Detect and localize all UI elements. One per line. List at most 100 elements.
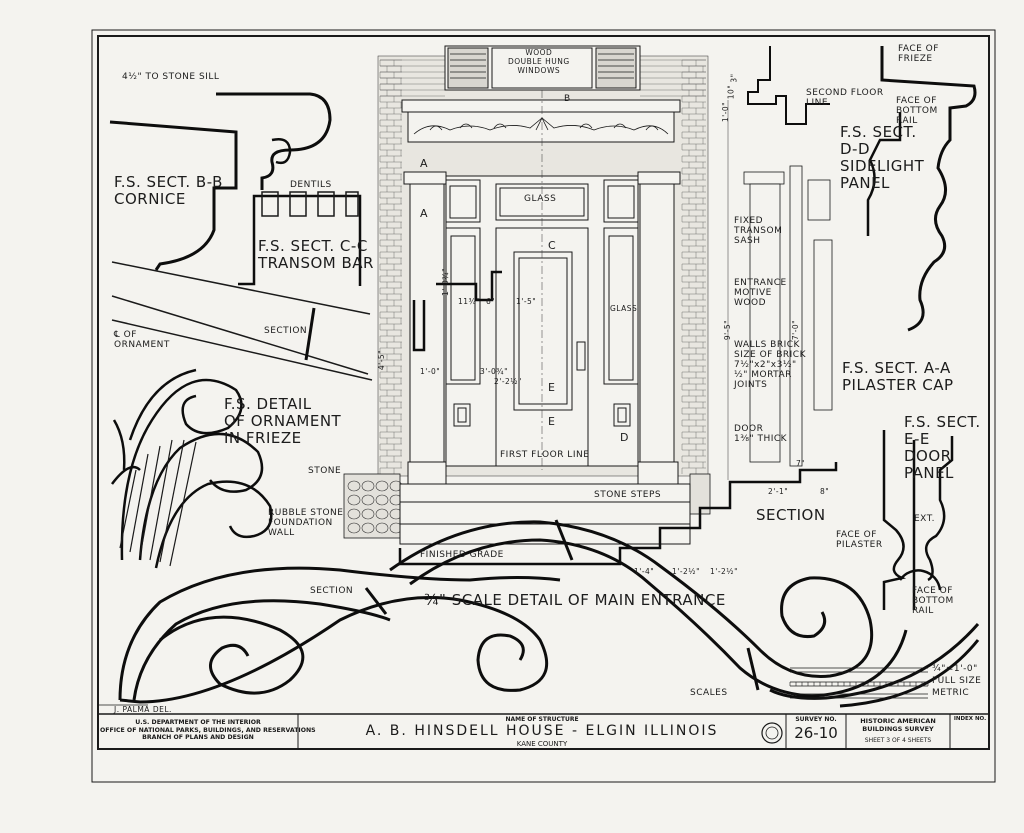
dim-11: 11¾" [458,297,481,306]
transom-bar-profile [238,194,362,286]
title-index-label: INDEX NO. [953,716,987,722]
dim-2-1: 2'-1" [768,487,789,496]
section-top-profile [747,46,830,125]
label-section-frieze: SECTION [264,326,308,336]
dim-1-5: 1'-5" [516,297,537,306]
dim-7-0: 7'-0" [791,319,801,341]
scale-ticks [789,682,929,686]
dim-9-5: 9'-5" [723,319,733,341]
rubble-stone [347,494,361,506]
label-sidelight: F.S. SECT. D-D SIDELIGHT PANEL [840,123,925,192]
label-stone: STONE [308,466,342,476]
title-structure-name: A. B. HINSDELL HOUSE - ELGIN ILLINOIS [365,723,719,739]
entrance-frame [401,99,681,485]
marker-d: D [620,431,629,444]
foundation [343,473,711,539]
sidelight-profile [866,112,902,236]
label-entrance-motive: ENTRANCE MOTIVE WOOD [734,278,787,308]
label-second-floor: SECOND FLOOR LINE [806,88,884,108]
marker-c: C [548,239,557,252]
frieze-band [111,261,373,381]
scroll-section-marks [364,519,760,691]
window-slats [450,53,634,79]
dim-3-0: 3'-0¾" [480,367,509,376]
label-face-of-bottom-rail: FACE OF BOTTOM RAIL [912,586,954,616]
dim-3: 3" [729,73,739,83]
cornice-ogee [271,138,292,165]
label-first-floor: FIRST FLOOR LINE [500,450,590,460]
dim-1-4: 1'-4" [634,567,655,576]
label-transom-bar: F.S. SECT. C-C TRANSOM BAR [258,237,374,272]
label-section-big: SECTION [756,506,826,524]
dim-1-0: 1'-0" [721,101,731,123]
label-face-of-frieze: FACE OF FRIEZE [898,44,939,64]
marker-a1: A [420,157,429,170]
label-dentils: DENTILS [290,180,332,190]
title-sheet: SHEET 3 OF 4 SHEETS [864,737,932,744]
label-walls-brick: WALLS BRICK SIZE OF BRICK 7½"x2"x3½" ½" … [734,340,806,390]
title-agency: U.S. DEPARTMENT OF THE INTERIOR OFFICE O… [100,719,316,741]
pilaster-profile [882,430,907,610]
label-wood-windows: WOOD DOUBLE HUNG WINDOWS [508,48,570,75]
label-scales: SCALES [690,688,728,698]
brick-courses [379,59,706,474]
section-column [743,165,833,467]
rubble-stone [361,522,375,534]
label-stone-sill: 4½" TO STONE SILL [122,72,220,82]
cornice-top-profile [216,92,332,190]
dim-6: 6" [486,297,496,306]
label-door-thick: DOOR 1⅜" THICK [734,424,788,444]
marker-b: B [564,94,571,104]
bottom-rail-arc [898,569,942,591]
survey-seal [761,722,783,744]
label-glass-side: GLASS [610,304,638,313]
section-mark [304,307,316,361]
label-cl-ornament: ℄ OF ORNAMENT [114,330,170,350]
rubble-stone [347,480,361,492]
dim-4-5: 4'-5" [377,349,387,371]
rubble-stone [375,508,389,520]
rubble-stone [347,508,361,520]
rubble-stone [361,508,375,520]
sheet-borders [91,29,996,783]
title-habs: HISTORIC AMERICAN BUILDINGS SURVEY [860,717,936,733]
cornice-profile [109,120,238,271]
frieze-face-profile [880,46,977,332]
dim-1-2a: 1'-2½" [672,567,701,576]
title-county: KANE COUNTY [516,740,568,748]
rubble-stone [375,522,389,534]
label-finished-grade: FINISHED GRADE [420,550,504,560]
rubble-stone [375,480,389,492]
marker-a2: A [420,207,429,220]
dim-1-2b: 1'-2½" [710,567,739,576]
dentils [261,191,359,217]
label-main-entrance: ¾" SCALE DETAIL OF MAIN ENTRANCE [424,591,726,609]
label-scale-34: ¾"=1'-0" [932,664,978,674]
rubble-stone [375,494,389,506]
label-face-of-pilaster: FACE OF PILASTER [836,530,883,550]
label-glass-top: GLASS [524,194,557,204]
rubble-stone [361,494,375,506]
scale-bars [790,667,928,699]
label-ext: EXT. [914,514,935,524]
door-panel-profile [924,436,954,582]
dim-1-0-b: 1'-0" [420,367,441,376]
rubble-stone [347,522,361,534]
rubble-stone [361,480,375,492]
label-ornament-detail: F.S. DETAIL OF ORNAMENT IN FRIEZE [224,395,342,447]
top-windows [444,45,641,91]
dim-10: 10" [726,84,736,100]
label-face-of-bottom-rail-top: FACE OF BOTTOM RAIL [896,96,938,126]
label-full-size: FULL SIZE [932,676,982,686]
label-rubble: RUBBLE STONE FOUNDATION WALL [268,508,344,538]
ornament-leaves [111,368,273,569]
ornament-ribs [119,439,197,567]
title-survey-no: 26-10 [794,724,838,742]
scroll-ornament [118,520,980,708]
title-name-label: NAME OF STRUCTURE [505,716,579,723]
dim-1-0-3: 1'-0¾" [441,267,451,297]
dim-8: 8" [820,487,830,496]
label-fixed-transom: FIXED TRANSOM SASH [734,216,783,246]
dim-7: 7" [796,459,806,468]
label-cornice: F.S. SECT. B-B CORNICE [114,173,223,208]
